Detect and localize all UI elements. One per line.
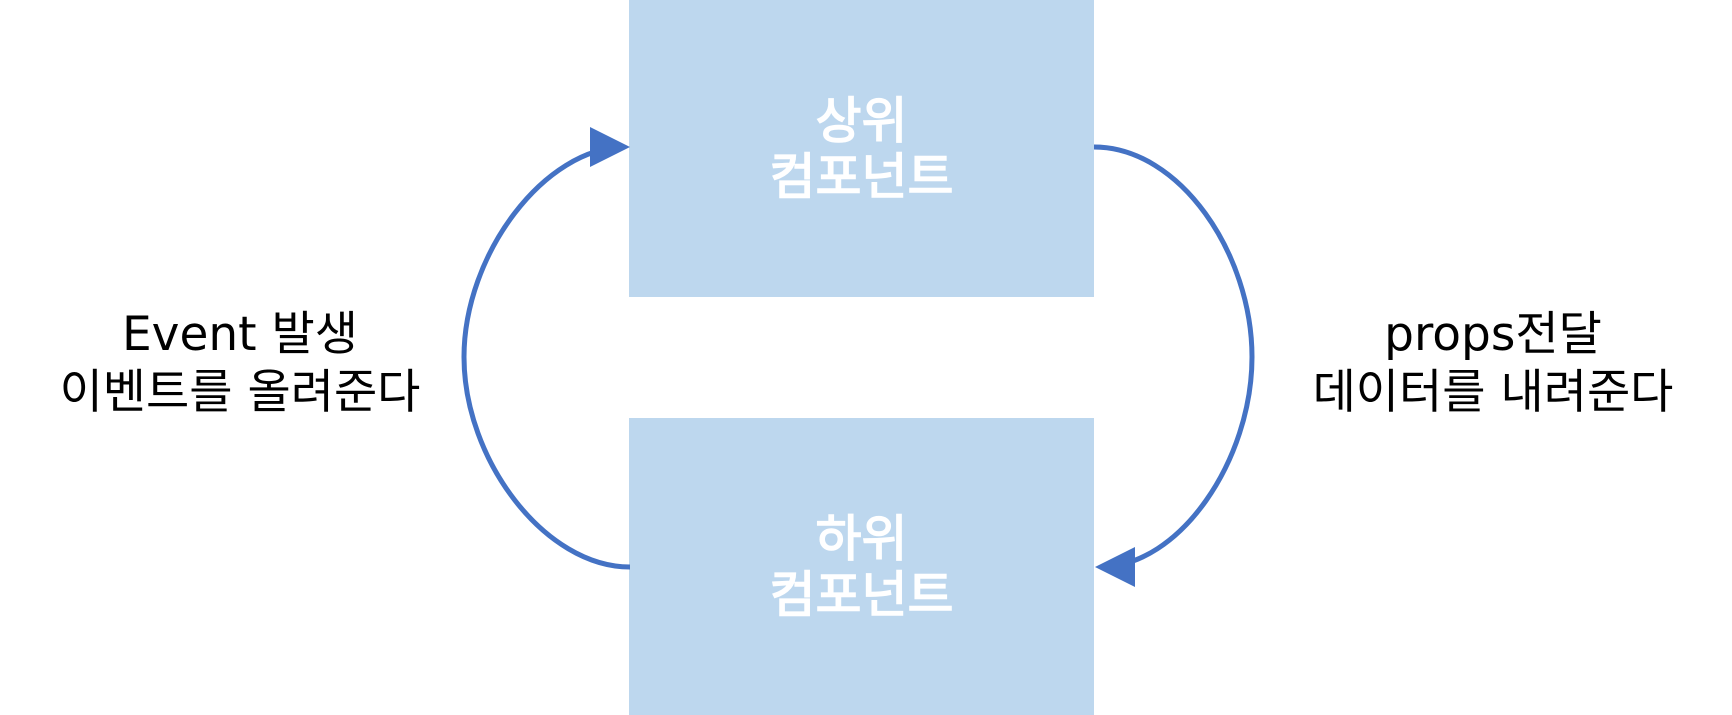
- parent-component-label: 상위 컴포넌트: [769, 91, 954, 206]
- event-arrow-up: [461, 127, 631, 570]
- parent-component-box: 상위 컴포넌트: [629, 0, 1094, 297]
- child-component-label: 하위 컴포넌트: [769, 509, 954, 624]
- props-label: props전달 데이터를 내려준다: [1312, 307, 1674, 420]
- child-component-box: 하위 컴포넌트: [629, 418, 1094, 715]
- props-arrow-down: [1093, 144, 1255, 587]
- event-label: Event 발생 이벤트를 올려준다: [59, 307, 421, 420]
